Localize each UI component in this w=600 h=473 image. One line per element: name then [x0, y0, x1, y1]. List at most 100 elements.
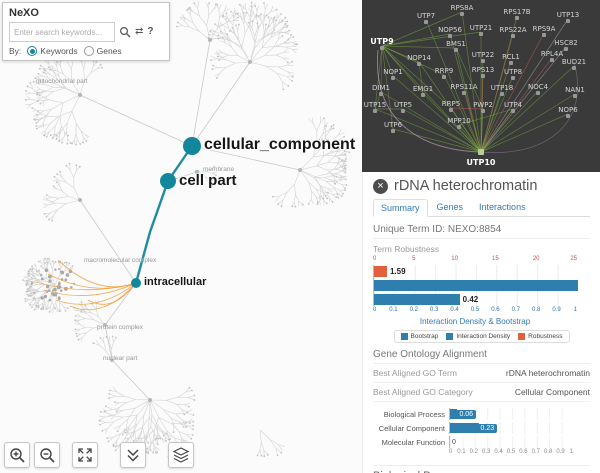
gene-node-utp9[interactable]: UTP9 [370, 37, 394, 50]
term-label-cellular-component[interactable]: cellular_component [204, 136, 356, 154]
svg-text:UTP13: UTP13 [557, 11, 580, 19]
svg-text:UTP10: UTP10 [467, 158, 496, 167]
gene-node-rps17b[interactable]: RPS17B [503, 8, 531, 20]
ontology-node-intracellular[interactable] [131, 278, 141, 288]
gene-node-dim1[interactable]: DIM1 [372, 84, 390, 96]
svg-text:RPL4A: RPL4A [541, 50, 563, 58]
svg-text:UTP18: UTP18 [491, 84, 514, 92]
gene-node-nop56[interactable]: NOP56 [438, 26, 462, 38]
ontology-node-cell-part[interactable] [160, 173, 176, 189]
ontology-tree-canvas[interactable] [0, 0, 362, 473]
gene-node-rrp5[interactable]: RRP5 [442, 100, 460, 112]
gene-node-nan1[interactable]: NAN1 [565, 86, 585, 98]
gene-node-hsc82[interactable]: HSC82 [554, 39, 578, 51]
svg-text:RPS17B: RPS17B [503, 8, 530, 16]
gene-node-utp18[interactable]: UTP18 [491, 84, 514, 96]
svg-text:UTP7: UTP7 [417, 12, 435, 20]
help-icon[interactable]: ? [147, 26, 154, 37]
gene-node-utp21[interactable]: UTP21 [470, 24, 493, 36]
term-label-protein-complex[interactable]: protein complex [97, 324, 143, 331]
gene-node-utp7[interactable]: UTP7 [417, 12, 435, 24]
bar-interaction-density: 0.42 [374, 293, 578, 306]
gene-node-utp5[interactable]: UTP5 [394, 101, 412, 113]
term-label-cell-part[interactable]: cell part [179, 171, 237, 189]
tab-summary[interactable]: Summary [373, 199, 428, 217]
gene-node-pwp2[interactable]: PWP2 [473, 101, 493, 113]
ontology-tree-panel[interactable]: NeXO ⇄ ? By: Keywords Genes [0, 0, 362, 473]
gene-node-rpl4a[interactable]: RPL4A [541, 50, 563, 62]
term-details-panel: × rDNA heterochromatin Summary Genes Int… [362, 172, 600, 473]
svg-text:PWP2: PWP2 [473, 101, 493, 109]
svg-text:BMS1: BMS1 [446, 40, 466, 48]
search-icon[interactable] [119, 26, 131, 38]
svg-text:UTP4: UTP4 [504, 101, 523, 109]
gene-node-rps8a[interactable]: RPS8A [451, 4, 474, 16]
gene-node-utp13[interactable]: UTP13 [557, 11, 580, 23]
svg-text:RPS8A: RPS8A [451, 4, 474, 12]
tab-interactions[interactable]: Interactions [479, 202, 526, 212]
bar-bootstrap [374, 279, 578, 292]
gene-node-utp22[interactable]: UTP22 [472, 51, 495, 63]
term-label-intracellular[interactable]: intracellular [144, 276, 207, 289]
radio-genes[interactable]: Genes [83, 46, 122, 56]
radio-keywords-dot[interactable] [27, 46, 38, 56]
gene-node-rrp9[interactable]: RRP9 [435, 67, 453, 79]
radio-genes-dot[interactable] [83, 46, 94, 56]
zoom-out-button[interactable] [34, 442, 60, 468]
layers-button[interactable] [168, 442, 194, 468]
search-input[interactable] [9, 22, 115, 42]
gene-node-utp15[interactable]: UTP15 [364, 101, 387, 113]
gene-node-nop14[interactable]: NOP14 [407, 54, 431, 66]
term-label-nuclear-part[interactable]: nuclear part [103, 355, 138, 362]
gene-node-utp4[interactable]: UTP4 [504, 101, 523, 113]
search-panel: NeXO ⇄ ? By: Keywords Genes [2, 2, 170, 61]
svg-text:NOP1: NOP1 [383, 68, 402, 76]
term-robustness-heading: Term Robustness [373, 244, 440, 254]
gene-node-utp6[interactable]: UTP6 [384, 121, 403, 133]
gene-node-mpp10[interactable]: MPP10 [447, 117, 471, 129]
gene-node-rps11a[interactable]: RPS11A [450, 83, 478, 95]
go-alignment-heading: Gene Ontology Alignment [373, 349, 590, 364]
gene-node-bud21[interactable]: BUD21 [562, 58, 586, 70]
search-by-label: By: [9, 46, 22, 56]
svg-text:DIM1: DIM1 [372, 84, 390, 92]
gene-node-utp8[interactable]: UTP8 [504, 68, 522, 80]
go-term-row: Best Aligned GO Term rDNA heterochromati… [373, 364, 590, 383]
svg-text:UTP5: UTP5 [394, 101, 412, 109]
gene-node-utp10[interactable]: UTP10 [467, 149, 496, 167]
gene-node-rps9a[interactable]: RPS9A [533, 25, 556, 37]
svg-text:BUD21: BUD21 [562, 58, 586, 66]
expand-collapse-button[interactable] [120, 442, 146, 468]
gene-node-noc4[interactable]: NOC4 [528, 83, 549, 95]
term-label-mitochondrial-part[interactable]: mitochondrial part [36, 78, 88, 85]
reset-icon[interactable]: ⇄ [135, 26, 144, 37]
tab-genes[interactable]: Genes [436, 202, 464, 212]
gene-node-emg1[interactable]: EMG1 [413, 85, 433, 97]
svg-text:NOC4: NOC4 [528, 83, 549, 91]
svg-text:RCL1: RCL1 [502, 53, 520, 61]
go-category-row: Best Aligned GO Category Cellular Compon… [373, 383, 590, 402]
svg-text:UTP21: UTP21 [470, 24, 493, 32]
gene-node-rps22a[interactable]: RPS22A [499, 26, 527, 38]
robustness-axis-title: Interaction Density & Bootstrap [419, 317, 531, 326]
radio-keywords[interactable]: Keywords [27, 46, 78, 56]
gene-node-rps13[interactable]: RPS13 [472, 66, 494, 78]
term-label-membrane[interactable]: membrane [203, 166, 235, 173]
gene-node-nop6[interactable]: NOP6 [558, 106, 578, 118]
gene-node-rcl1[interactable]: RCL1 [502, 53, 520, 65]
svg-text:NOP14: NOP14 [407, 54, 431, 62]
svg-text:NAN1: NAN1 [565, 86, 585, 94]
close-icon[interactable]: × [373, 178, 388, 194]
fit-to-screen-button[interactable] [72, 442, 98, 468]
term-label-macromolecular-complex[interactable]: macromolecular complex [84, 257, 157, 264]
gene-node-bms1[interactable]: BMS1 [446, 40, 466, 52]
ontology-node-cellular-component[interactable] [183, 137, 201, 155]
gene-node-nop1[interactable]: NOP1 [383, 68, 403, 80]
zoom-in-button[interactable] [4, 442, 30, 468]
